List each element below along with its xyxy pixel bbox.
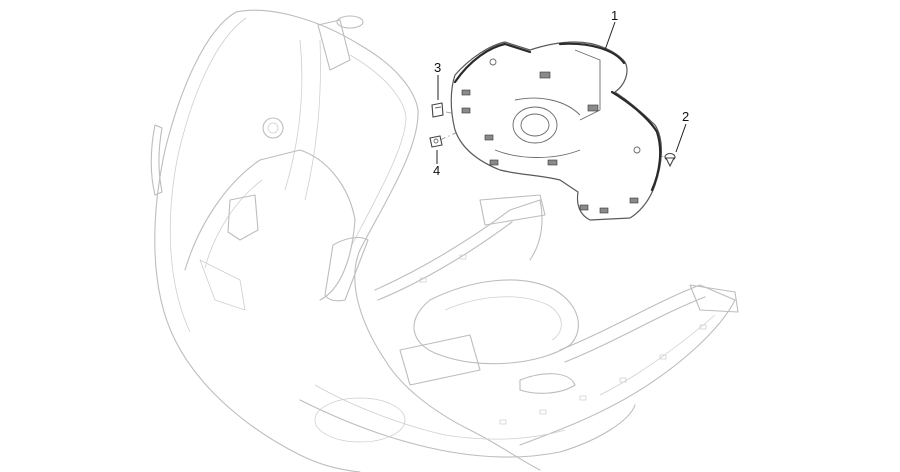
callout-4: 4 — [433, 150, 440, 178]
callout-label-3: 3 — [434, 60, 441, 75]
callout-2: 2 — [675, 109, 689, 153]
cover-mounting-clips — [461, 71, 639, 214]
callout-label-2: 2 — [682, 109, 689, 124]
part-1-inner-shield-cover[interactable] — [450, 41, 663, 221]
part-3-clip-nut[interactable] — [431, 102, 444, 118]
scooter-frame-drawing — [150, 9, 739, 472]
callout-label-1: 1 — [611, 8, 618, 23]
callout-label-4: 4 — [433, 163, 440, 178]
part-4-spring-clip[interactable] — [429, 135, 443, 148]
callout-1: 1 — [604, 8, 618, 51]
part-2-screw[interactable] — [664, 152, 676, 168]
callout-3: 3 — [434, 60, 441, 100]
